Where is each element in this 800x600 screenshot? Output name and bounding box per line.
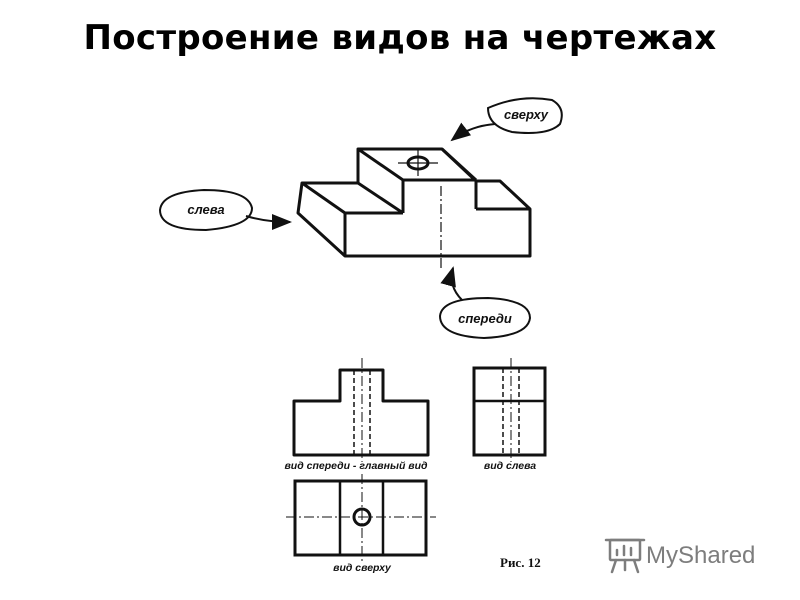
callout-top-label: сверху <box>504 107 549 122</box>
hole-top <box>398 150 438 176</box>
callout-front-label: спереди <box>458 311 512 326</box>
callout-left-label: слева <box>187 202 224 217</box>
isometric-part <box>296 147 532 258</box>
watermark: MyShared <box>604 538 755 574</box>
left-view: вид слева <box>472 358 547 472</box>
callout-front: спереди <box>438 266 532 340</box>
caption-top-view: вид сверху <box>333 562 392 574</box>
figure-number: Рис. 12 <box>500 555 541 570</box>
callout-top: сверху <box>450 97 563 142</box>
watermark-text: MyShared <box>646 542 755 569</box>
caption-front-view: вид спереди - главный вид <box>284 460 428 472</box>
top-view: вид сверху <box>286 474 436 574</box>
front-view: вид спереди - главный вид <box>284 358 430 472</box>
caption-left-view: вид слева <box>484 460 536 472</box>
callout-left: слева <box>158 188 292 232</box>
presentation-board-icon <box>604 538 646 574</box>
page-title: Построение видов на чертежах <box>83 18 717 58</box>
